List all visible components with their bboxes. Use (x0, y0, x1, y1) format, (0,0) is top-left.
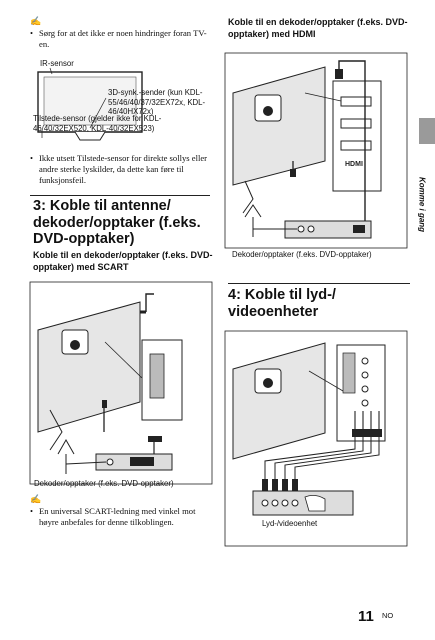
bullet-sunlight: • Ikke utsett Tilstede-sensor for direkt… (30, 153, 208, 185)
presence-sensor-label: Tilstede-sensor (gjelder ikke for KDL-46… (33, 114, 162, 133)
page-lang: NO (382, 611, 394, 620)
sync-sender-label: 3D-synk.-sender (kun KDL-55/46/40/37/32E… (108, 88, 206, 116)
scart-caption: Dekoder/opptaker (f.eks. DVD-opptaker) (34, 479, 174, 488)
av-caption: Lyd-/videoenhet (262, 519, 318, 528)
section4-title: 4: Koble til lyd-/ videoenheter (228, 287, 336, 320)
hdmi-heading: Koble til en dekoder/opptaker (f.eks. DV… (228, 17, 408, 39)
section-divider-2 (228, 283, 410, 284)
bullet-no-obstructions: • Sørg for at det ikke er noen hindringe… (30, 28, 207, 49)
section3-title: 3: Koble til antenne/ dekoder/opptaker (… (33, 198, 201, 247)
hdmi-connection-diagram: HDMI (224, 52, 408, 249)
note-icon: ✍ (30, 16, 42, 26)
page-number: 11 (358, 608, 374, 625)
section-divider (30, 195, 210, 196)
ir-sensor-label: IR-sensor (40, 59, 74, 68)
av-connection-diagram (224, 330, 408, 547)
tv-front-illustration (37, 67, 143, 141)
note-icon-2: ✍ (30, 494, 42, 504)
bullet-scart-cable: • En universal SCART-ledning med vinkel … (30, 506, 196, 527)
hdmi-logo: HDMI (345, 161, 363, 168)
side-tab-label: Komme i gang (417, 176, 427, 233)
hdmi-caption: Dekoder/opptaker (f.eks. DVD-opptaker) (232, 250, 372, 259)
scart-heading: Koble til en dekoder/opptaker (f.eks. DV… (33, 250, 213, 272)
scart-connection-diagram (29, 281, 213, 485)
section-tab-marker (419, 118, 435, 144)
